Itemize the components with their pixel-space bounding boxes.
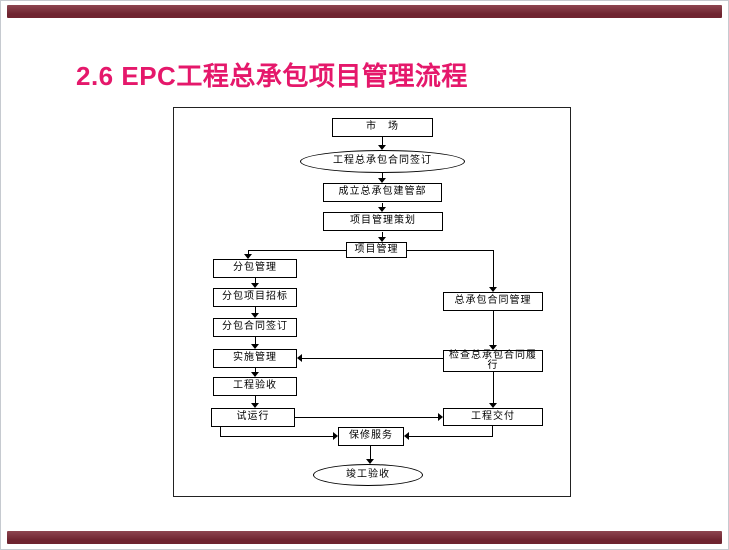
arrowhead-subsign-impl [251, 344, 259, 349]
node-delivery: 工程交付 [443, 408, 543, 426]
arrowhead-trial-warranty [333, 432, 338, 440]
connector-bidding-subsign [255, 307, 256, 314]
node-project-mgmt: 项目管理 [346, 242, 407, 258]
node-setup-dept: 成立总承包建管部 [323, 183, 442, 202]
node-acceptance: 工程验收 [213, 377, 297, 396]
node-implementation: 实施管理 [213, 349, 297, 368]
slide-title: 2.6 EPC工程总承包项目管理流程 [76, 61, 468, 91]
arrowhead-planning-pm [378, 237, 386, 242]
arrowhead-check-impl [297, 354, 302, 362]
connector-pm-right [407, 250, 493, 251]
connector-check-delivery [493, 372, 494, 404]
arrowhead-setup-planning [378, 207, 386, 212]
connector-delivery-warranty [409, 436, 493, 437]
arrowhead-trial-delivery [438, 413, 443, 421]
node-epc-contract-mgmt: 总承包合同管理 [443, 292, 543, 311]
arrowhead-market-contract [378, 145, 386, 150]
connector-trial-warranty [220, 436, 333, 437]
connector-setup-planning [382, 203, 383, 208]
connector-subsign-impl [255, 337, 256, 345]
node-completion: 竣工验收 [313, 464, 423, 486]
arrowhead-pm-submgmt [244, 254, 252, 259]
connector-submgmt-bidding [255, 278, 256, 284]
node-sub-sign: 分包合同签订 [213, 318, 297, 337]
arrowhead-check-delivery [489, 403, 497, 408]
node-contract-sign: 工程总承包合同签订 [300, 150, 465, 173]
bottom-accent-bar [7, 531, 722, 544]
node-warranty: 保修服务 [338, 427, 404, 446]
connector-impl-acceptance [255, 368, 256, 373]
node-sub-mgmt: 分包管理 [213, 259, 297, 278]
connector-pm-epcmgmt [493, 250, 494, 288]
arrowhead-warranty-completion [366, 459, 374, 464]
node-check-performance: 检查总承包合同履行 [443, 350, 543, 372]
connector-contract-setup [382, 173, 383, 179]
connector-delivery-down [492, 426, 493, 436]
arrowhead-delivery-warranty [404, 432, 409, 440]
connector-pm-left [248, 250, 346, 251]
arrowhead-pm-epcmgmt [489, 287, 497, 292]
connector-pm-submgmt [248, 250, 249, 255]
connector-warranty-completion [370, 446, 371, 460]
node-trial-run: 试运行 [211, 408, 295, 427]
connector-check-impl [302, 358, 443, 359]
connector-trial-delivery [295, 417, 438, 418]
connector-epcmgmt-check [493, 311, 494, 346]
connector-acceptance-trial [255, 396, 256, 404]
connector-planning-pm [382, 232, 383, 238]
arrowhead-epcmgmt-check [489, 345, 497, 350]
connector-trial-down [220, 427, 221, 436]
node-sub-bidding: 分包项目招标 [213, 288, 297, 307]
arrowhead-contract-setup [378, 178, 386, 183]
arrowhead-impl-acceptance [251, 372, 259, 377]
node-market: 市 场 [332, 118, 433, 137]
arrowhead-bidding-subsign [251, 313, 259, 318]
arrowhead-submgmt-bidding [251, 283, 259, 288]
top-accent-bar [7, 5, 722, 18]
connector-market-contract [382, 137, 383, 146]
node-planning: 项目管理策划 [323, 212, 443, 231]
arrowhead-acceptance-trial [251, 403, 259, 408]
